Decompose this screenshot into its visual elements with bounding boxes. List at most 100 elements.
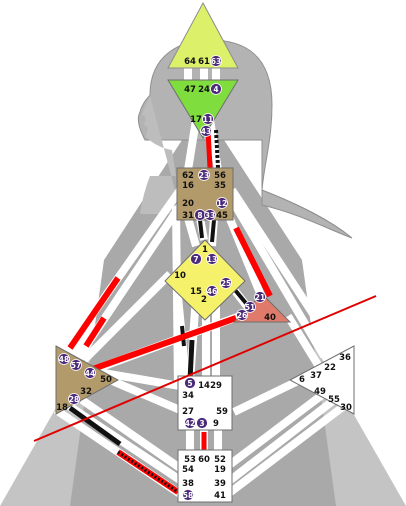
gate-50[interactable]: 50 — [100, 375, 112, 385]
gate-44[interactable]: 44 — [84, 367, 96, 379]
gate-36[interactable]: 36 — [339, 353, 351, 363]
gate-11-label: 11 — [203, 115, 213, 124]
active-channel-layer — [67, 129, 273, 495]
active-18-58-dash — [117, 450, 179, 494]
gate-9[interactable]: 9 — [213, 419, 219, 429]
ajna-center[interactable] — [167, 79, 239, 139]
g-center[interactable] — [164, 239, 246, 321]
gate-33-label: 33 — [205, 211, 215, 220]
gate-12-activation-marker — [216, 197, 228, 209]
gate-21[interactable]: 21 — [254, 291, 266, 303]
gate-16[interactable]: 16 — [182, 181, 194, 191]
gate-48-label: 48 — [59, 355, 69, 364]
gate-57[interactable]: 57 — [70, 359, 82, 371]
gate-17[interactable]: 17 — [190, 115, 202, 125]
gate-33[interactable]: 33 — [204, 209, 216, 221]
gate-59[interactable]: 59 — [216, 407, 228, 417]
channel-59-6 — [232, 376, 302, 416]
gate-52[interactable]: 52 — [214, 455, 226, 465]
gate-25-activation-marker — [220, 277, 232, 289]
gate-17-label: 17 — [190, 115, 202, 125]
gate-51-label: 51 — [245, 303, 255, 312]
gate-32[interactable]: 32 — [80, 387, 92, 397]
gate-26-activation-marker — [236, 309, 248, 321]
gate-23[interactable]: 23 — [198, 169, 210, 181]
solar-plexus-center[interactable] — [288, 345, 355, 415]
gate-6[interactable]: 6 — [299, 375, 305, 385]
gate-11[interactable]: 11 — [202, 113, 214, 125]
gate-58[interactable]: 58 — [182, 489, 194, 501]
gate-4[interactable]: 4 — [210, 83, 222, 95]
gate-40[interactable]: 40 — [264, 313, 276, 323]
gate-62-label: 62 — [182, 171, 194, 181]
gate-21-activation-marker — [254, 291, 266, 303]
gate-31[interactable]: 31 — [182, 211, 194, 221]
gate-14[interactable]: 14 — [198, 381, 210, 391]
gate-37[interactable]: 37 — [310, 371, 322, 381]
gate-22-label: 22 — [324, 363, 336, 373]
gate-28-activation-marker — [68, 393, 80, 405]
gate-54[interactable]: 54 — [182, 465, 194, 475]
gate-47[interactable]: 47 — [184, 85, 196, 95]
gate-2[interactable]: 2 — [201, 295, 207, 305]
gate-30[interactable]: 30 — [340, 403, 352, 413]
active-28-38 — [68, 405, 122, 447]
gate-51[interactable]: 51 — [244, 301, 256, 313]
gate-25[interactable]: 25 — [220, 277, 232, 289]
active-33-13 — [210, 219, 216, 243]
gate-10[interactable]: 10 — [174, 271, 186, 281]
gate-22[interactable]: 22 — [324, 363, 336, 373]
gate-27[interactable]: 27 — [182, 407, 194, 417]
gate-55[interactable]: 55 — [328, 395, 340, 405]
gate-35[interactable]: 35 — [214, 181, 226, 191]
channel-12-22 — [228, 197, 328, 359]
gate-44-activation-marker — [84, 367, 96, 379]
gate-29[interactable]: 29 — [210, 381, 222, 391]
gate-53-label: 53 — [184, 455, 196, 465]
gate-41[interactable]: 41 — [214, 491, 226, 501]
gate-20[interactable]: 20 — [182, 199, 194, 209]
gate-15[interactable]: 15 — [190, 287, 202, 297]
channel-39-55 — [225, 396, 337, 486]
gate-34[interactable]: 34 — [182, 391, 194, 401]
gate-62[interactable]: 62 — [182, 171, 194, 181]
gate-12[interactable]: 12 — [216, 197, 228, 209]
gate-26[interactable]: 26 — [236, 309, 248, 321]
gate-5[interactable]: 5 — [184, 377, 196, 389]
gate-48-activation-marker — [58, 353, 70, 365]
gate-24-label: 24 — [198, 85, 210, 95]
gate-63[interactable]: 63 — [210, 55, 222, 67]
gate-49-label: 49 — [314, 387, 326, 397]
head-center[interactable] — [167, 1, 239, 69]
gate-56[interactable]: 56 — [214, 171, 226, 181]
gate-64[interactable]: 64 — [184, 57, 196, 67]
gate-49[interactable]: 49 — [314, 387, 326, 397]
gate-46[interactable]: 46 — [206, 285, 218, 297]
gate-43[interactable]: 43 — [200, 125, 212, 137]
gate-60[interactable]: 60 — [198, 455, 210, 465]
gate-8-label: 8 — [197, 211, 202, 220]
gate-18[interactable]: 18 — [56, 403, 68, 413]
gate-10-label: 10 — [174, 271, 186, 281]
gate-3[interactable]: 3 — [196, 417, 208, 429]
gate-45[interactable]: 45 — [216, 211, 228, 221]
gate-33-activation-marker — [204, 209, 216, 221]
gate-53[interactable]: 53 — [184, 455, 196, 465]
gate-24[interactable]: 24 — [198, 85, 210, 95]
gate-7[interactable]: 7 — [190, 253, 202, 265]
gate-12-label: 12 — [217, 199, 227, 208]
gate-38[interactable]: 38 — [182, 479, 194, 489]
gate-63-label: 63 — [211, 57, 221, 66]
gate-21-label: 21 — [255, 293, 265, 302]
gate-39[interactable]: 39 — [214, 479, 226, 489]
gate-19[interactable]: 19 — [214, 465, 226, 475]
gate-48[interactable]: 48 — [58, 353, 70, 365]
gate-61[interactable]: 61 — [198, 57, 210, 67]
gate-28[interactable]: 28 — [68, 393, 80, 405]
gate-42[interactable]: 42 — [184, 417, 196, 429]
gate-34-label: 34 — [182, 391, 194, 401]
gate-4-activation-marker — [210, 83, 222, 95]
gate-13[interactable]: 13 — [206, 253, 218, 265]
gate-1[interactable]: 1 — [202, 245, 208, 255]
gate-9-label: 9 — [213, 419, 219, 429]
